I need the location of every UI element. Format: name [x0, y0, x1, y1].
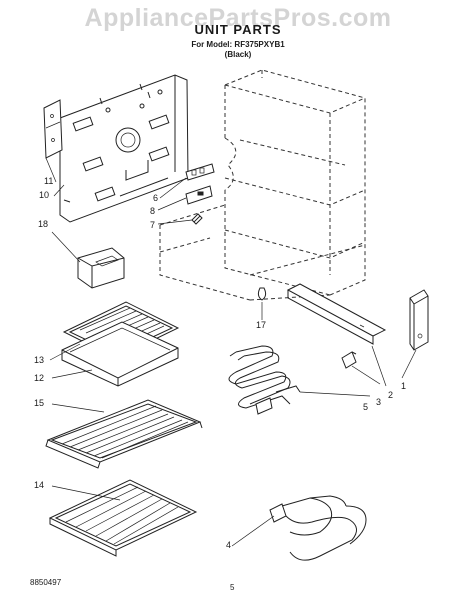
bracket-part-8 [185, 185, 213, 205]
callout-10: 10 [39, 190, 50, 200]
color-line: (Black) [224, 50, 252, 59]
clip-part-17 [257, 287, 267, 301]
callout-5: 5 [363, 402, 369, 412]
broil-element-part-4 [269, 495, 367, 561]
watermark: AppliancePartsPros.com [84, 4, 392, 32]
bake-element-part-5 [228, 345, 301, 415]
block-part-18 [77, 247, 125, 289]
document-number: 8850497 [30, 578, 62, 587]
callout-8: 8 [150, 206, 156, 216]
callout-17: 17 [256, 320, 267, 330]
side-rail-part-2 [286, 283, 387, 345]
page-number: 5 [230, 583, 235, 592]
rear-panel [59, 74, 189, 223]
oven-rack-part-14 [48, 479, 198, 557]
callout-6: 6 [153, 193, 159, 203]
callout-12: 12 [34, 373, 45, 383]
callout-1: 1 [401, 381, 407, 391]
leader-lines [45, 157, 417, 547]
bracket-part-11 [43, 99, 63, 159]
oven-cabinet-outline [159, 69, 366, 301]
terminal-block-part-6 [185, 163, 215, 181]
oven-rack-part-15 [45, 399, 203, 469]
callout-2: 2 [388, 390, 394, 400]
clip-part-3 [341, 351, 357, 369]
callout-4: 4 [226, 540, 232, 550]
callout-18: 18 [38, 219, 49, 229]
callout-15: 15 [34, 398, 45, 408]
callout-3: 3 [376, 397, 382, 407]
clip-part-7 [191, 213, 203, 225]
model-line: For Model: RF375PXYB1 [191, 40, 285, 49]
callout-13: 13 [34, 355, 45, 365]
end-bracket-part-1 [409, 289, 429, 351]
callout-7: 7 [150, 220, 156, 230]
diagram-title: UNIT PARTS [194, 22, 282, 37]
callout-11: 11 [44, 176, 54, 186]
callout-14: 14 [34, 480, 45, 490]
